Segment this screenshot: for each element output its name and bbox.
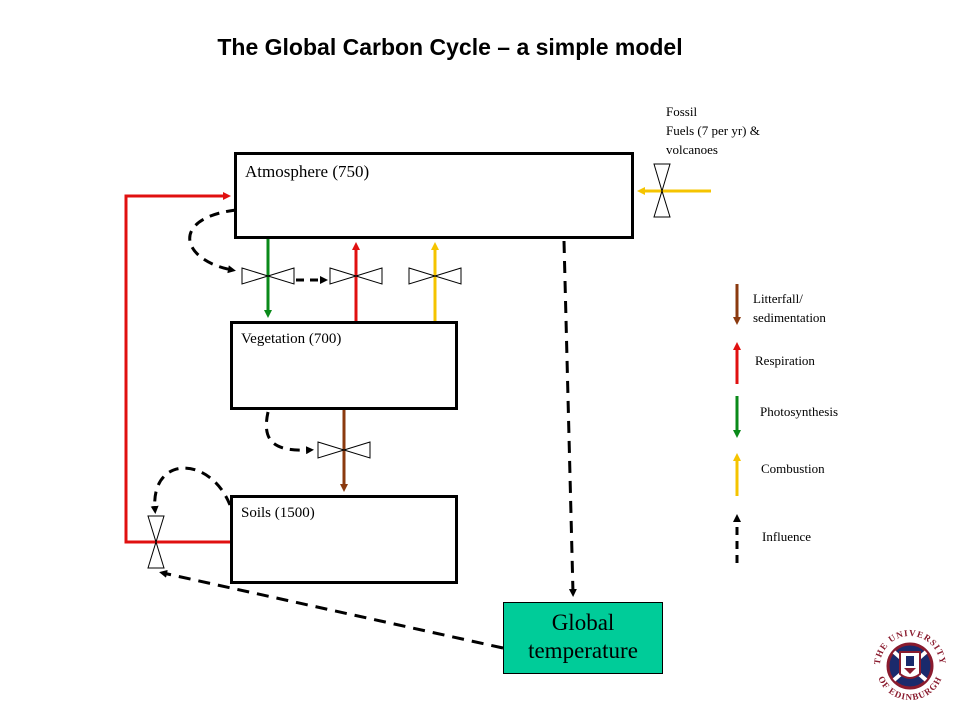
soils-label: Soils (1500) — [241, 505, 315, 521]
legend-label-combustion: Combustion — [761, 461, 825, 476]
legend-label-respiration: Respiration — [755, 353, 815, 368]
atmosphere-label: Atmosphere (750) — [245, 162, 370, 181]
legend-litterfall-line2: sedimentation — [753, 309, 826, 325]
soil-respiration-valve-icon — [147, 515, 165, 569]
respiration-valve-icon — [329, 267, 383, 285]
legend-litterfall-line1: Litterfall/ — [753, 291, 803, 306]
legend-label-influence: Influence — [762, 529, 812, 544]
global-temperature-line2: temperature — [528, 637, 638, 663]
litterfall-valve-icon — [317, 441, 371, 459]
influence-temperature-soils — [159, 569, 504, 650]
university-crest-logo: THE UNIVERSITY OF EDINBURGH — [867, 623, 953, 709]
combustion-valve-icon — [408, 267, 462, 285]
photosynthesis-valve-icon — [241, 267, 295, 285]
diagram-title: The Global Carbon Cycle – a simple model — [217, 34, 683, 60]
atmosphere-box — [234, 152, 634, 239]
vegetation-box — [230, 321, 458, 410]
fossil-fuels-note: Fossil Fuels (7 per yr) & volcanoes — [666, 103, 760, 160]
global-temperature-line1: Global — [551, 610, 615, 635]
fossil-note-line2: Fuels (7 per yr) & — [666, 122, 760, 138]
fossil-note-line1: Fossil — [666, 104, 698, 119]
fossil-fuel-valve-icon — [653, 163, 671, 218]
global-temperature-box: Global temperature — [503, 602, 663, 674]
legend-label-litterfall: Litterfall/ sedimentation — [753, 290, 826, 328]
fossil-note-line3: volcanoes — [666, 141, 718, 157]
legend-label-photosynthesis: Photosynthesis — [760, 404, 839, 419]
influence-vegetation-litterfall — [264, 411, 314, 455]
vegetation-label: Vegetation (700) — [241, 331, 342, 347]
influence-atmosphere-temperature — [562, 240, 577, 597]
soil-respiration-flow-arrow — [124, 192, 231, 544]
soils-box — [230, 495, 458, 584]
influence-atmosphere-photosynthesis — [188, 208, 237, 274]
influence-soils-respiration — [150, 466, 232, 514]
